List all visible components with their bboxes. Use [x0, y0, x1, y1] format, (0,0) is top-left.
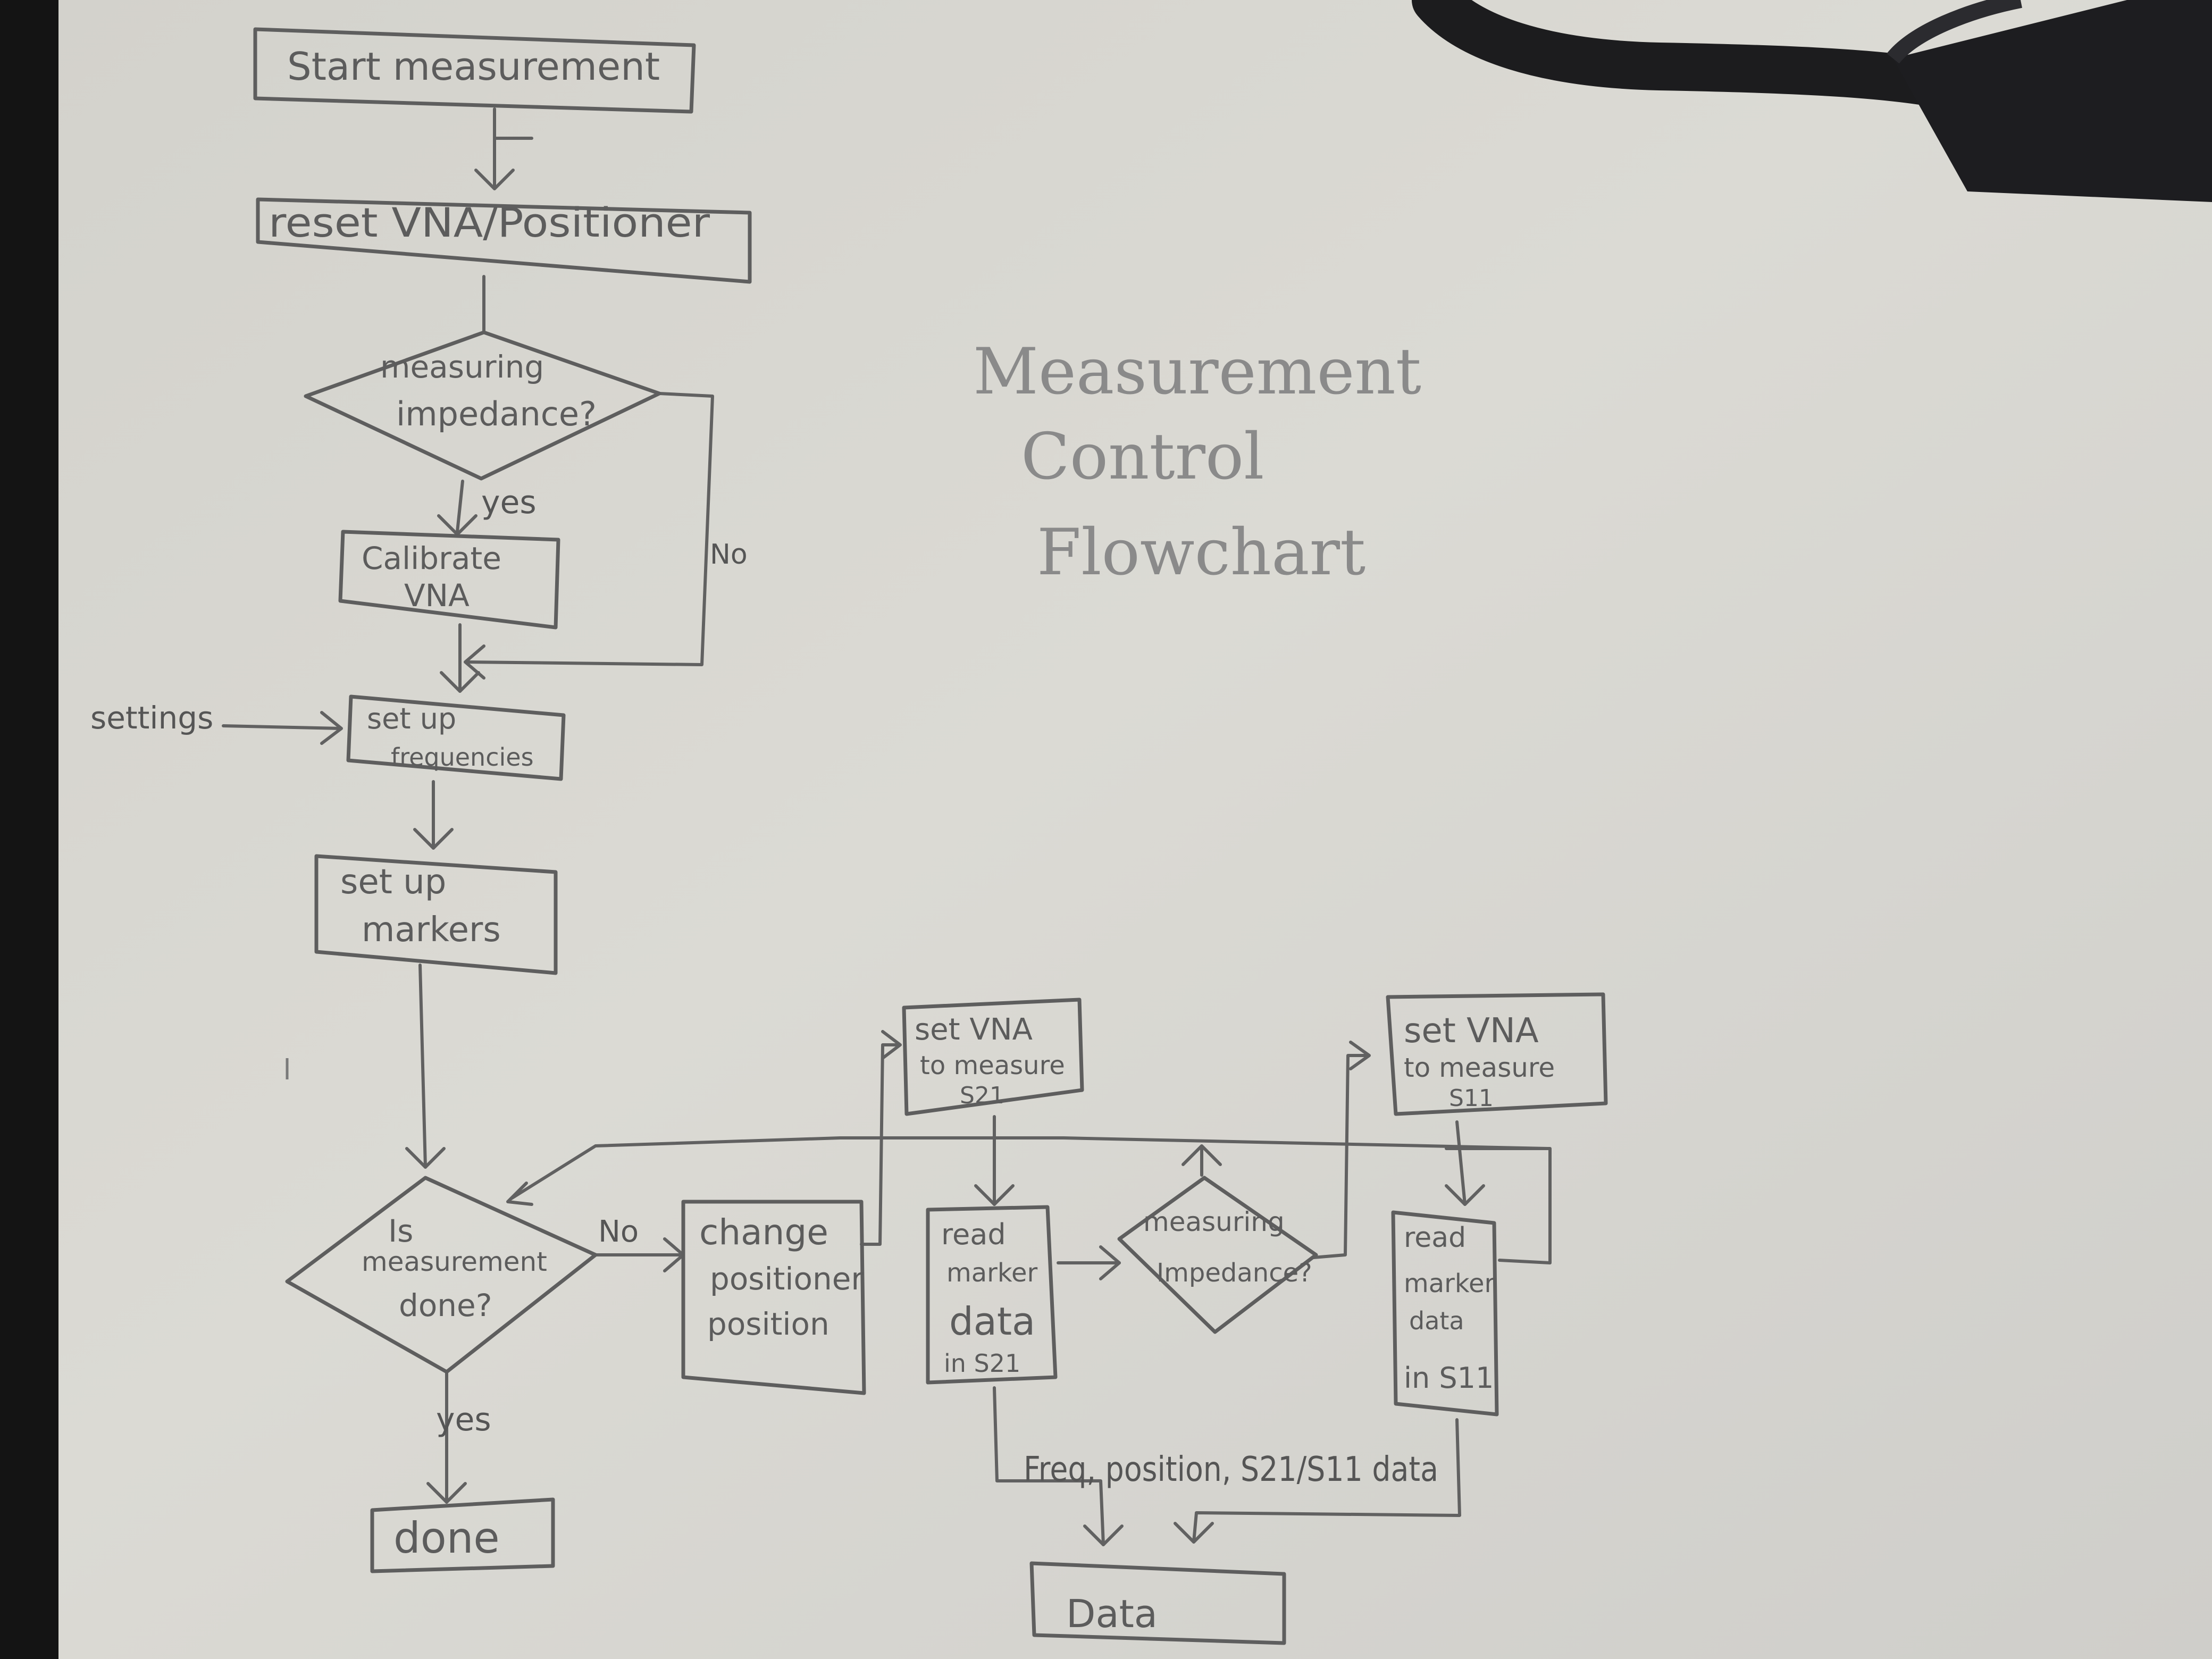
label-yes-2: yes	[436, 1401, 491, 1438]
node-setup-frequencies: set up frequencies	[346, 694, 566, 781]
arrow-s21-to-data	[993, 1386, 1105, 1546]
node-s11-line-3: S11	[1449, 1085, 1494, 1112]
node-s21-line-1: set VNA	[915, 1012, 1033, 1047]
node-s21-line-3: S21	[960, 1082, 1004, 1109]
node-start: Start measurement	[253, 27, 696, 114]
node-read-s11-line-3: data	[1409, 1306, 1464, 1335]
decision-1-line-2: impedance?	[396, 395, 597, 433]
node-calibrate: Calibrate VNA	[338, 530, 560, 630]
node-change-line-3: position	[707, 1306, 830, 1342]
decision-measuring-impedance-1: measuring impedance?	[304, 330, 661, 481]
node-freq-line-2: frequencies	[391, 743, 534, 772]
decision-done-line-1: Is	[388, 1213, 413, 1249]
node-reset-label: reset VNA/Positioner	[269, 199, 710, 246]
node-done: done	[370, 1497, 555, 1573]
arrow-markers-to-done-check	[418, 963, 427, 1169]
paper-left-shadow	[0, 0, 58, 1659]
decision-2-line-2: Impedance?	[1157, 1258, 1312, 1288]
decision-done-line-2: measurement	[362, 1246, 547, 1277]
arrow-s11-to-read	[1455, 1120, 1467, 1206]
node-read-s11-line-4: in S11	[1404, 1361, 1494, 1395]
edge-labels: yes No settings No yes Freq, position, S…	[90, 484, 1438, 1489]
decision-2-line-1: measuring	[1143, 1206, 1285, 1237]
node-markers-line-2: markers	[362, 910, 501, 950]
node-calibrate-line-1: Calibrate	[362, 540, 501, 576]
decision-is-measurement-done: Is measurement done?	[285, 1176, 598, 1374]
node-read-s21-line-3: data	[949, 1299, 1035, 1344]
node-read-s21-line-4: in S21	[944, 1349, 1020, 1378]
node-freq-line-1: set up	[367, 702, 456, 735]
node-data-label: Data	[1066, 1591, 1158, 1636]
arrow-loop-back	[509, 1136, 1549, 1201]
label-data-note: Freq, position, S21/S11 data	[1024, 1450, 1438, 1489]
cable	[1412, 0, 2212, 202]
node-read-s21-line-1: read	[941, 1218, 1006, 1251]
node-calibrate-line-2: VNA	[404, 577, 470, 614]
node-s11-line-2: to measure	[1404, 1052, 1555, 1083]
node-read-s11: read marker data in S11	[1391, 1210, 1499, 1417]
arrow-s11-to-data	[1192, 1418, 1461, 1544]
node-change-positioner: change positioner position	[681, 1200, 866, 1395]
title-line-1: Measurement	[973, 335, 1421, 409]
node-change-line-2: positioner	[710, 1261, 864, 1297]
decision-1-line-1: measuring	[380, 349, 544, 385]
node-s11-line-1: set VNA	[1404, 1011, 1539, 1051]
connectors	[222, 107, 1552, 1546]
node-set-s21: set VNA to measure S21	[902, 998, 1084, 1116]
node-set-s11: set VNA to measure S11	[1386, 992, 1608, 1116]
node-change-line-1: change	[699, 1212, 828, 1253]
node-reset: reset VNA/Positioner	[256, 197, 752, 284]
paper-sheet	[56, 0, 2212, 1659]
arrow-change-to-s21	[860, 1043, 900, 1246]
node-start-label: Start measurement	[287, 44, 660, 89]
label-no-1: No	[710, 539, 748, 571]
diagram-title: Measurement Control Flowchart	[973, 335, 1421, 590]
label-no-2: No	[598, 1214, 639, 1249]
label-yes-1: yes	[481, 484, 537, 521]
title-line-3: Flowchart	[1037, 516, 1365, 590]
node-setup-markers: set up markers	[314, 854, 558, 975]
node-read-s21: read marker data in S21	[926, 1205, 1058, 1385]
node-read-s11-line-2: marker	[1404, 1269, 1495, 1298]
node-read-s21-line-2: marker	[946, 1258, 1038, 1288]
label-settings: settings	[90, 700, 213, 736]
decision-done-line-3: done?	[399, 1287, 492, 1323]
node-done-label: done	[393, 1513, 500, 1563]
node-read-s11-line-1: read	[1404, 1222, 1466, 1254]
title-line-2: Control	[1021, 420, 1264, 494]
arrow-s11-loop	[1445, 1147, 1552, 1264]
node-s21-line-2: to measure	[920, 1051, 1065, 1080]
node-data: Data	[1029, 1561, 1286, 1645]
arrow-impedance-to-s11	[1312, 1054, 1368, 1259]
arrow-yes-to-calibrate	[456, 480, 464, 533]
decision-measuring-impedance-2: measuring Impedance?	[1117, 1176, 1318, 1334]
node-markers-line-1: set up	[340, 862, 446, 902]
arrow-no-bypass	[466, 392, 714, 666]
arrow-settings-to-freq	[222, 724, 342, 730]
